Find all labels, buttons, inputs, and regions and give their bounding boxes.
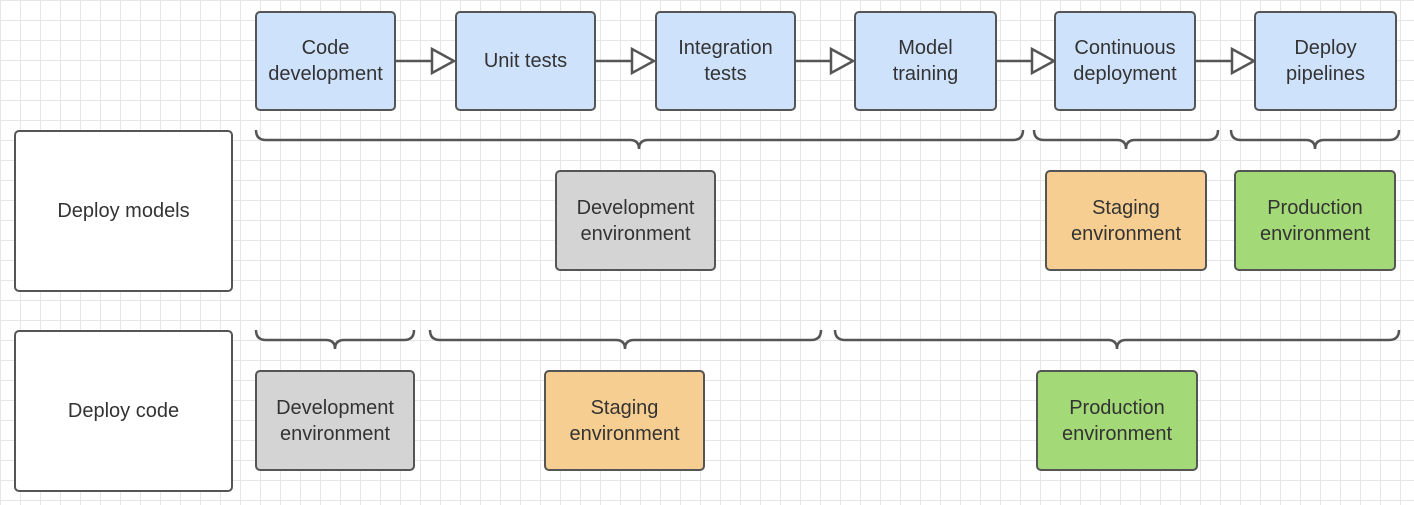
step-code-development: Code development	[255, 11, 396, 111]
lane-label-deploy-models: Deploy models	[14, 130, 233, 292]
step-deploy-pipelines: Deploy pipelines	[1254, 11, 1397, 111]
brace-models-production	[1229, 129, 1401, 150]
code-staging-environment: Staging environment	[544, 370, 705, 471]
models-staging-environment: Staging environment	[1045, 170, 1207, 271]
brace-code-staging	[428, 329, 823, 350]
brace-code-production	[833, 329, 1401, 350]
brace-code-development	[254, 329, 416, 350]
step-continuous-deployment: Continuous deployment	[1054, 11, 1196, 111]
lane-label-deploy-code: Deploy code	[14, 330, 233, 492]
brace-models-development	[254, 129, 1025, 150]
step-model-training: Model training	[854, 11, 997, 111]
code-development-environment: Development environment	[255, 370, 415, 471]
arrow-training-to-cd	[997, 46, 1057, 76]
step-unit-tests: Unit tests	[455, 11, 596, 111]
arrow-unit-to-integration	[596, 46, 657, 76]
brace-models-staging	[1032, 129, 1220, 150]
models-production-environment: Production environment	[1234, 170, 1396, 271]
arrow-cd-to-deploy-pipelines	[1196, 46, 1257, 76]
code-production-environment: Production environment	[1036, 370, 1198, 471]
arrow-code-to-unit	[396, 46, 457, 76]
arrow-integration-to-training	[796, 46, 856, 76]
models-development-environment: Development environment	[555, 170, 716, 271]
step-integration-tests: Integration tests	[655, 11, 796, 111]
